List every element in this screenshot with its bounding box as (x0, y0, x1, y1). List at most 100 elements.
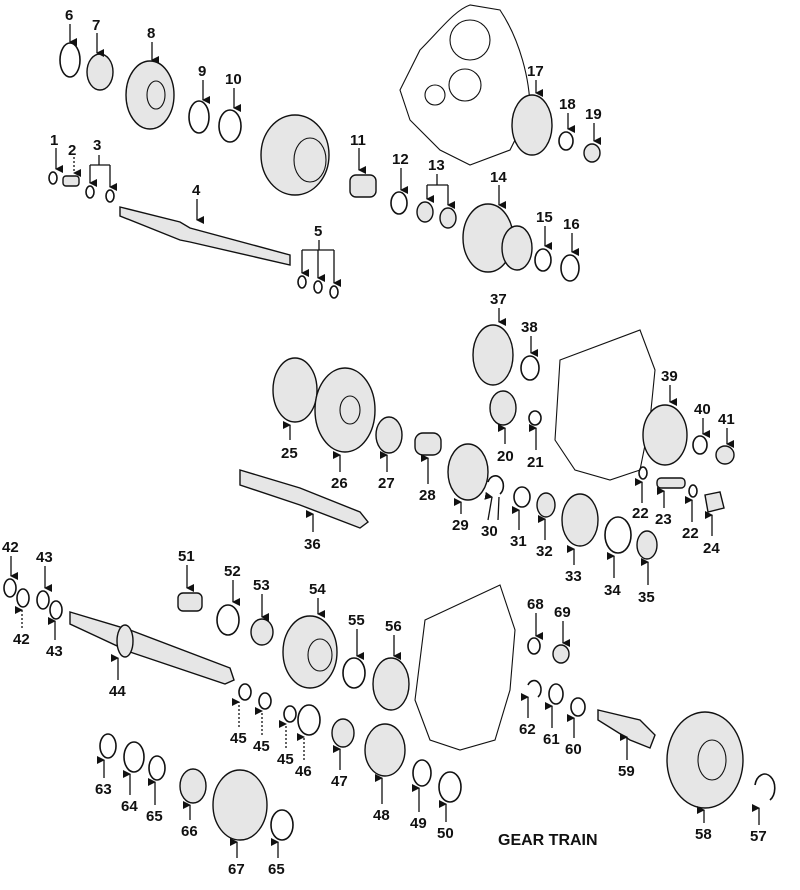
gear-part (282, 615, 338, 689)
collar-part (177, 592, 203, 612)
ring-part (297, 704, 321, 736)
callout-labels: 1 2 3 4 5 6 7 8 9 10 11 12 13 14 15 16 1… (2, 7, 767, 878)
washer-part (283, 705, 297, 723)
sleeve-part (414, 432, 442, 456)
gear-part (561, 493, 599, 547)
callout-37: 37 (490, 291, 507, 308)
callout-58: 58 (695, 826, 712, 843)
leader-lines (10, 24, 760, 858)
callout-45: 45 (230, 730, 247, 747)
washer-part (513, 486, 531, 508)
nut-part (715, 445, 735, 465)
needle-bearing-part (86, 53, 114, 91)
clip-part (85, 185, 95, 199)
gear-part (666, 711, 744, 809)
washer-part (528, 410, 542, 426)
callout-1: 1 (50, 132, 58, 149)
bracket-part (704, 491, 725, 513)
gear-part (364, 723, 406, 777)
callout-42: 42 (13, 631, 30, 648)
washer-part (534, 248, 552, 272)
callout-35: 35 (638, 589, 655, 606)
pin-part (656, 477, 686, 489)
synchro-hub-part (260, 114, 330, 196)
callout-4: 4 (192, 182, 201, 199)
clip-part (487, 475, 505, 495)
needle-bearing-part (250, 618, 274, 646)
callout-45: 45 (253, 738, 270, 755)
callout-59: 59 (618, 763, 635, 780)
ring-part (3, 578, 17, 598)
ring-part (49, 600, 63, 620)
callout-40: 40 (694, 401, 711, 418)
gasket-part (554, 329, 656, 481)
snap-ring-part (59, 42, 81, 78)
callout-14: 14 (490, 169, 507, 186)
clip-part (688, 484, 698, 498)
ring-part (36, 590, 50, 610)
needle-bearing-part (439, 207, 457, 229)
callout-15: 15 (536, 209, 553, 226)
clip-part (527, 679, 542, 698)
gear-part (472, 324, 514, 386)
callout-3: 3 (93, 137, 101, 154)
case-housing-top (399, 4, 531, 166)
shaft-part (239, 469, 369, 529)
housing-bore (449, 19, 491, 61)
callout-22: 22 (682, 525, 699, 542)
callout-51: 51 (178, 548, 195, 565)
washer-part (570, 697, 586, 717)
callout-32: 32 (536, 543, 553, 560)
clip-part (48, 171, 58, 185)
ring-part (188, 100, 210, 134)
callout-43: 43 (36, 549, 53, 566)
callout-18: 18 (559, 96, 576, 113)
callout-16: 16 (563, 216, 580, 233)
pin-part (62, 175, 80, 187)
washer-part (548, 683, 564, 705)
washer-part (412, 759, 432, 787)
washer-part (438, 771, 462, 803)
callout-67: 67 (228, 861, 245, 878)
bearing-part (331, 718, 355, 748)
housing-bore (424, 84, 446, 106)
callout-52: 52 (224, 563, 241, 580)
washer-part (216, 604, 240, 636)
callout-63: 63 (95, 781, 112, 798)
callout-61: 61 (543, 731, 560, 748)
callout-26: 26 (331, 475, 348, 492)
clip-part (313, 280, 323, 294)
gear-bore (307, 638, 333, 672)
washer-part (558, 131, 574, 151)
callout-36: 36 (304, 536, 321, 553)
nut-part (552, 644, 570, 664)
gear-bore (146, 80, 166, 110)
callout-29: 29 (452, 517, 469, 534)
callout-54: 54 (309, 581, 326, 598)
clip-part (329, 285, 339, 299)
washer-part (238, 683, 252, 701)
callout-60: 60 (565, 741, 582, 758)
callout-65: 65 (268, 861, 285, 878)
callout-62: 62 (519, 721, 536, 738)
callout-21: 21 (527, 454, 544, 471)
ring-part (16, 588, 30, 608)
callout-23: 23 (655, 511, 672, 528)
gear-part (372, 657, 410, 711)
gasket-part (414, 584, 516, 751)
needle-bearing-part (416, 201, 434, 223)
bearing-part (375, 416, 403, 454)
bearing-part (520, 355, 540, 381)
callout-45: 45 (277, 751, 294, 768)
gear-part (501, 225, 533, 271)
callout-43: 43 (46, 643, 63, 660)
callout-49: 49 (410, 815, 427, 832)
callout-55: 55 (348, 612, 365, 629)
callout-39: 39 (661, 368, 678, 385)
washer-part (123, 741, 145, 773)
clip-part (105, 189, 115, 203)
gear-bore (697, 739, 727, 781)
gear-part (489, 390, 517, 426)
callout-13: 13 (428, 157, 445, 174)
